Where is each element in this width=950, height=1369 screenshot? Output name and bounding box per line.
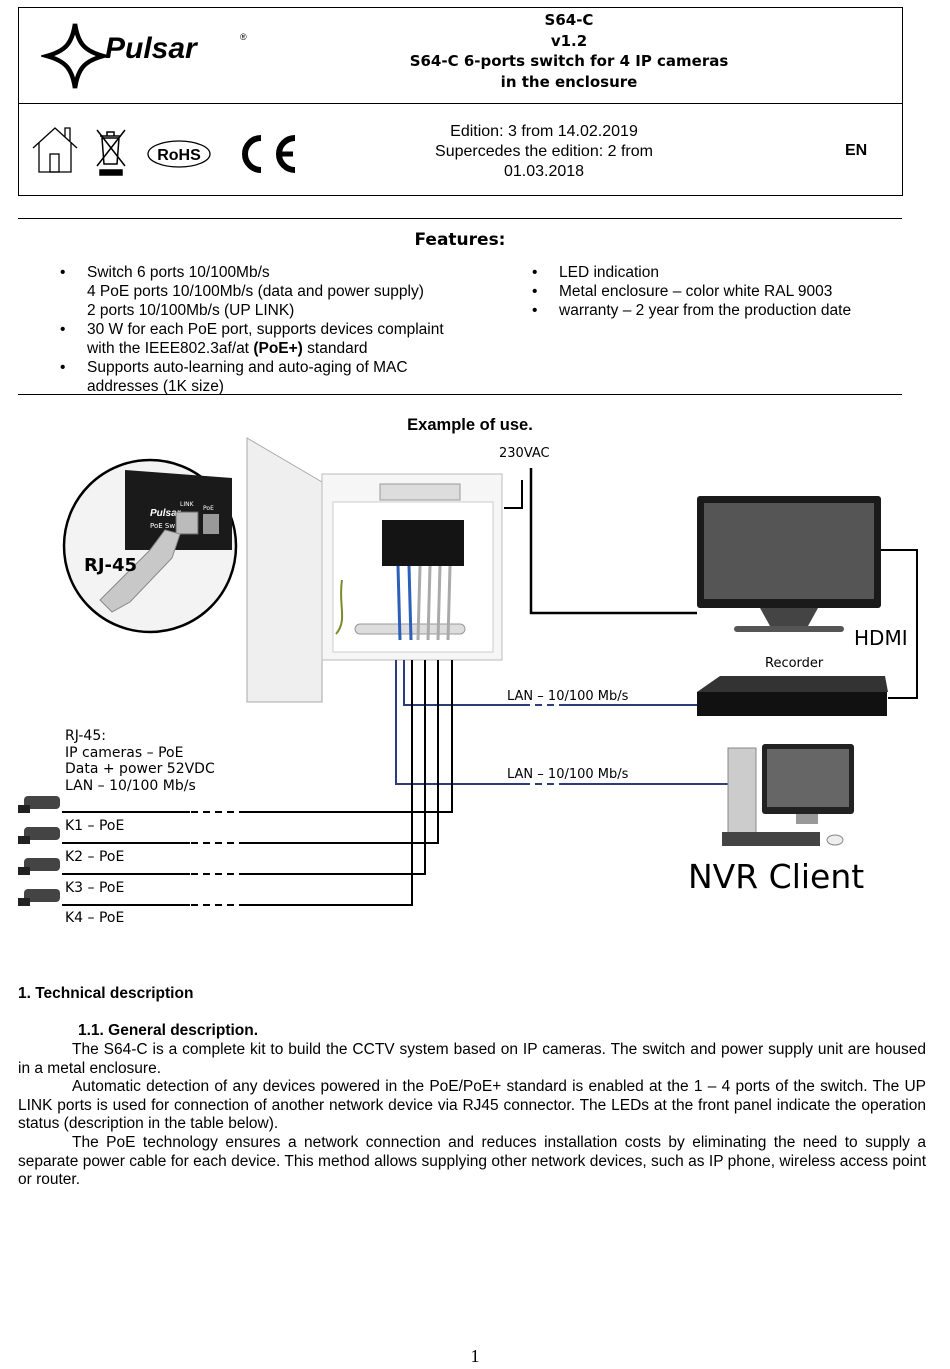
- title-line: v1.2: [550, 31, 588, 50]
- svg-text:RoHS: RoHS: [157, 147, 201, 164]
- svg-text:RJ-45: RJ-45: [84, 555, 137, 576]
- language-code: EN: [845, 142, 868, 159]
- certification-icons: RoHS: [32, 127, 296, 176]
- features-list-left: Switch 6 ports 10/100Mb/s 4 PoE ports 10…: [57, 263, 497, 396]
- features-title: Features:: [414, 230, 506, 250]
- pulsar-logo: Pulsar ®: [41, 23, 247, 89]
- ce-mark-icon: [242, 135, 296, 173]
- section-heading: 1. Technical description: [18, 985, 194, 1002]
- title-line: in the enclosure: [500, 72, 638, 91]
- usage-diagram: Pulsar PoE Switch LINK PoE RJ-45 230VAC …: [18, 437, 918, 926]
- subsection-heading: 1.1. General description.: [78, 1022, 259, 1039]
- feature-item: warranty – 2 year from the production da…: [529, 301, 889, 320]
- edition-current: Edition: 3 from 14.02.2019: [450, 123, 638, 140]
- svg-text:Recorder: Recorder: [765, 656, 824, 671]
- house-icon: [32, 127, 78, 173]
- page-number: 1: [470, 1346, 480, 1366]
- feature-item: Metal enclosure – color white RAL 9003: [529, 282, 889, 301]
- svg-text:®: ®: [240, 32, 247, 42]
- pulsar-star-icon: [41, 23, 112, 89]
- camera-icons: [18, 796, 60, 906]
- features-list-right: LED indication Metal enclosure – color w…: [529, 263, 889, 320]
- title-line: S64-C: [544, 11, 594, 29]
- svg-text:LINK: LINK: [180, 501, 195, 508]
- ip-camera-icon: [18, 889, 60, 906]
- nvr-computer: [722, 744, 854, 846]
- svg-text:230VAC: 230VAC: [499, 446, 550, 461]
- ip-camera-icon: [18, 796, 60, 813]
- recorder: [697, 676, 888, 716]
- paragraph: The S64-C is a complete kit to build the…: [18, 1041, 926, 1077]
- edition-info: Edition: 3 from 14.02.2019 Supercedes th…: [399, 122, 689, 182]
- feature-item: LED indication: [529, 263, 889, 282]
- paragraph: Automatic detection of any devices power…: [18, 1078, 926, 1133]
- camera-lines: [62, 660, 453, 906]
- weee-bin-icon: [96, 129, 126, 176]
- feature-item: Supports auto-learning and auto-aging of…: [57, 358, 497, 396]
- document-header: Pulsar ® S64-C v1.2 S64-C 6-ports switch…: [18, 7, 903, 196]
- rohs-badge-icon: RoHS: [147, 140, 211, 168]
- svg-text:Pulsar: Pulsar: [105, 32, 199, 65]
- paragraph: The PoE technology ensures a network con…: [18, 1133, 926, 1189]
- features-bottom-rule: [18, 394, 902, 395]
- camera-labels: K1 – PoE K2 – PoE K3 – PoE K4 – PoE: [65, 818, 129, 926]
- feature-item: Switch 6 ports 10/100Mb/s 4 PoE ports 10…: [57, 263, 497, 320]
- svg-text:LAN – 10/100 Mb/s: LAN – 10/100 Mb/s: [507, 689, 629, 704]
- svg-text:Pulsar: Pulsar: [150, 508, 182, 519]
- rj45-info: RJ-45: IP cameras – PoE Data + power 52V…: [65, 728, 219, 794]
- ip-camera-icon: [18, 858, 60, 875]
- header-divider: [19, 103, 902, 104]
- document-title: S64-C v1.2 S64-C 6-ports switch for 4 IP…: [399, 10, 739, 92]
- enclosure: [246, 437, 503, 703]
- monitor: [697, 496, 881, 632]
- general-description: The S64-C is a complete kit to build the…: [18, 1041, 926, 1190]
- ip-camera-icon: [18, 827, 60, 844]
- svg-text:PoE Switch: PoE Switch: [150, 522, 188, 530]
- features-top-rule: [18, 218, 902, 219]
- title-line: S64-C 6-ports switch for 4 IP cameras: [409, 52, 729, 70]
- svg-text:PoE: PoE: [203, 505, 214, 512]
- svg-text:HDMI: HDMI: [854, 626, 908, 650]
- svg-text:NVR Client: NVR Client: [688, 857, 864, 896]
- example-title: Example of use.: [407, 416, 533, 434]
- rj45-callout: Pulsar PoE Switch LINK PoE RJ-45: [62, 458, 238, 634]
- edition-supercedes: Supercedes the edition: 2 from 01.03.201…: [435, 143, 653, 180]
- svg-text:LAN – 10/100 Mb/s: LAN – 10/100 Mb/s: [507, 767, 629, 782]
- feature-item: 30 W for each PoE port, supports devices…: [57, 320, 497, 358]
